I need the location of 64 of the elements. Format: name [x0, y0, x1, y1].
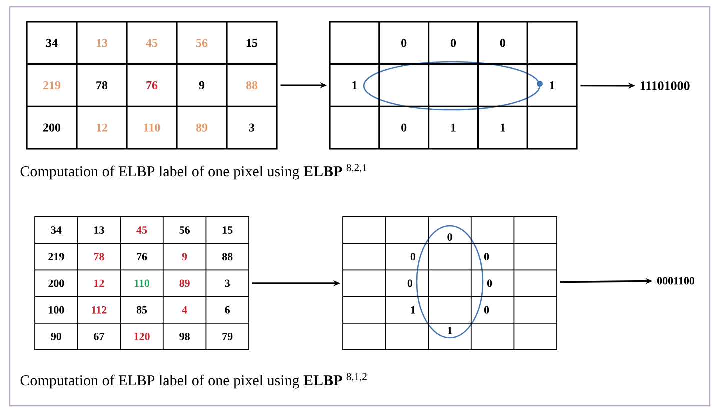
cell-value: 0 [408, 280, 413, 288]
binary-code: 11101000 [640, 82, 690, 90]
cell-value: 1 [352, 82, 358, 90]
cell-value: 112 [92, 306, 107, 314]
cell-value: 88 [246, 81, 258, 90]
cell-value: 110 [144, 124, 160, 132]
cell-value: 0 [484, 253, 490, 261]
cell-value: 56 [180, 226, 190, 234]
cell-value: 89 [180, 280, 190, 288]
cell-value: 34 [51, 226, 62, 234]
cell-value: 98 [180, 332, 190, 340]
cell-value: 4 [182, 306, 188, 314]
cell-value: 12 [94, 280, 104, 288]
cell-value: 0 [484, 306, 490, 314]
cell-value: 79 [222, 333, 233, 340]
cell-value: 45 [146, 39, 158, 48]
cell-value: 13 [94, 226, 104, 234]
cell-value: 3 [249, 124, 255, 132]
cell-value: 120 [134, 332, 150, 340]
cell-value: 56 [196, 39, 208, 48]
cell-value: 76 [146, 81, 158, 90]
cell-value: 0 [487, 280, 492, 288]
cell-value: 85 [136, 306, 148, 314]
cell-value: 0 [402, 124, 407, 132]
pixel-grid [342, 216, 558, 350]
cell-value: 1 [451, 124, 456, 132]
caption: Computation of ELBP label of one pixel using ELBP $^{8,1,2}$ [20, 373, 367, 389]
caption: Computation of ELBP label of one pixel using ELBP $^{8,2,1}$ [20, 164, 367, 180]
cell-value: 0 [402, 39, 407, 48]
cell-value: 12 [96, 124, 108, 132]
cell-value: 34 [46, 39, 58, 48]
cell-value: 219 [48, 253, 64, 261]
pixel-grid [34, 216, 250, 350]
cell-value: 200 [44, 124, 61, 132]
cell-value: 200 [48, 280, 64, 288]
cell-value: 78 [96, 81, 108, 90]
cell-value: 67 [94, 333, 104, 340]
cell-value: 15 [246, 39, 258, 48]
cell-value: 1 [550, 82, 555, 90]
cell-value: 76 [137, 253, 148, 261]
cell-value: 78 [94, 253, 104, 261]
cell-value: 88 [222, 253, 233, 261]
cell-value: 6 [225, 306, 230, 314]
cell-value: 100 [49, 306, 64, 314]
cell-value: 1 [500, 124, 506, 132]
cell-value: 1 [448, 327, 452, 334]
cell-value: 0 [500, 39, 506, 48]
cell-value: 1 [411, 306, 416, 314]
cell-value: 3 [225, 280, 230, 288]
pixel-grid [329, 21, 578, 150]
binary-code: 0001100 [657, 277, 695, 285]
cell-value: 219 [44, 81, 61, 90]
cell-value: 15 [222, 226, 233, 234]
cell-value: 9 [182, 253, 188, 261]
cell-value: 45 [136, 226, 148, 234]
cell-value: 89 [196, 124, 208, 132]
pixel-grid [26, 21, 278, 150]
cell-value: 110 [134, 280, 150, 288]
cell-value: 0 [448, 234, 452, 241]
cell-value: 9 [199, 81, 205, 90]
cell-value: 0 [450, 39, 456, 48]
cell-value: 13 [96, 39, 108, 48]
cell-value: 90 [51, 332, 62, 340]
cell-value: 0 [410, 253, 416, 261]
